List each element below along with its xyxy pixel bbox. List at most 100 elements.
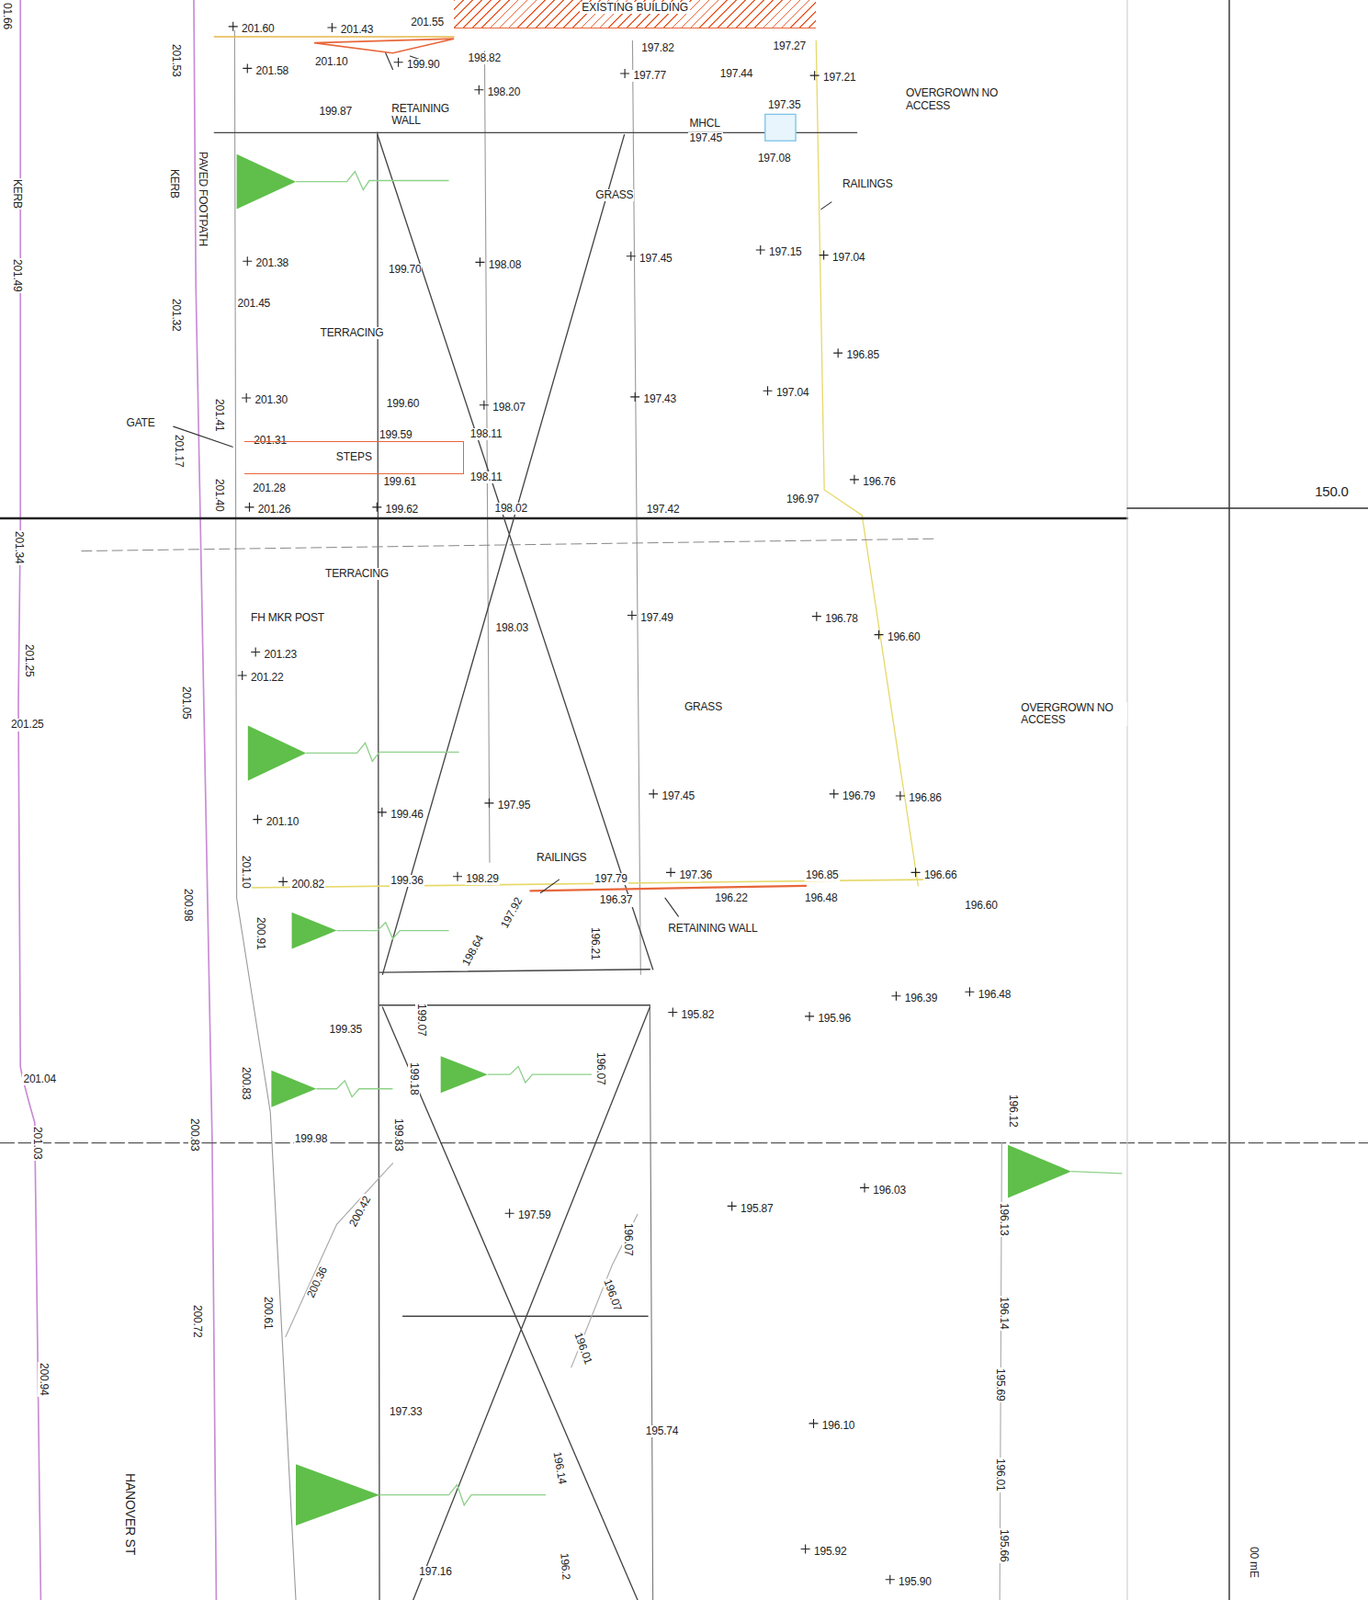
label-anchor: 199.90 (406, 55, 441, 72)
spot-height: 199.70 (387, 263, 423, 276)
survey-point (452, 871, 463, 882)
map-note: RAILINGS (535, 851, 588, 864)
survey-point (244, 502, 254, 512)
label-anchor: 201.26 (257, 499, 293, 517)
spot-height: 201.22 (249, 671, 285, 684)
label-anchor: GRASS (594, 185, 634, 203)
spot-height: 201.40 (213, 477, 226, 513)
spot-height: 196.2 (557, 1550, 573, 1581)
spot-height: 199.59 (378, 429, 414, 441)
spot-height: 196.14 (996, 1295, 1009, 1331)
label-anchor: 197.45 (638, 248, 674, 266)
label-anchor: 199.18 (407, 1061, 424, 1097)
spot-height: 197.08 (757, 152, 792, 165)
spot-height: 196.85 (845, 349, 881, 362)
spot-height: 195.82 (680, 1008, 716, 1021)
label-anchor: 197.04 (831, 248, 867, 265)
spot-height: 197.45 (638, 252, 674, 265)
survey-point (250, 647, 261, 657)
spot-height: 196.01 (994, 1457, 1007, 1493)
label-anchor: HANOVER ST (122, 1471, 139, 1556)
spot-height: 201.05 (180, 685, 193, 721)
label-anchor: 198.11 (469, 467, 504, 485)
survey-line (285, 1163, 394, 1337)
label-anchor: 196.97 (785, 489, 821, 507)
label-anchor: 200.94 (36, 1361, 54, 1397)
railing-line (815, 40, 918, 885)
survey-point (911, 867, 921, 877)
label-anchor: 197.44 (719, 64, 755, 81)
survey-point (964, 986, 974, 996)
label-anchor: 197.45 (661, 786, 697, 803)
label-anchor: 200.91 (253, 915, 271, 951)
label-anchor: 201.58 (255, 61, 291, 79)
spot-height: 195.66 (996, 1527, 1009, 1563)
survey-point (372, 502, 382, 512)
label-anchor: 201.05 (179, 685, 196, 721)
grid-line (0, 1141, 1368, 1143)
label-anchor: 198.02 (493, 498, 529, 516)
label-anchor: 196.60 (886, 627, 922, 645)
spot-height: 201.03 (31, 1125, 44, 1161)
grid-line (1228, 0, 1230, 1600)
label-anchor: 196.2 (556, 1550, 577, 1581)
label-anchor: 197.79 (593, 869, 629, 886)
label-anchor: 195.90 (897, 1571, 933, 1589)
survey-point (849, 474, 860, 485)
survey-point (809, 1418, 819, 1428)
spot-height: 198.11 (469, 428, 504, 441)
label-anchor: TERRACING (324, 564, 390, 581)
spot-height: 201.34 (12, 530, 25, 566)
spot-height: 200.82 (290, 878, 326, 891)
spot-height: 195.87 (739, 1202, 775, 1215)
label-anchor: 197.45 (688, 128, 724, 146)
label-anchor: 196.21 (587, 926, 605, 961)
spot-height: 201.53 (169, 43, 182, 79)
spot-height: 197.43 (643, 393, 679, 406)
spot-height: 196.97 (785, 493, 821, 506)
spot-height: 196.79 (841, 790, 877, 803)
spot-height: 150.0 (1313, 484, 1350, 500)
survey-point (895, 791, 905, 801)
survey-point (812, 611, 822, 622)
survey-point (667, 1006, 678, 1017)
survey-point (474, 257, 485, 267)
spot-height: 198.20 (486, 86, 522, 99)
steps-outline: STEPS (244, 440, 464, 475)
label-anchor: 201.55 (409, 12, 445, 30)
spot-height: 201.04 (22, 1073, 57, 1086)
label-anchor: OVERGROWN NO ACCESS (904, 87, 1013, 113)
spot-height: 199.61 (382, 475, 418, 488)
label-anchor: RAILINGS (841, 174, 894, 192)
label-anchor: 00 mE (1246, 1545, 1264, 1579)
spot-height: 200.83 (238, 1065, 251, 1101)
survey-point (804, 1011, 815, 1021)
label-anchor: 200.83 (187, 1117, 204, 1153)
label-anchor: 198.03 (495, 618, 531, 635)
survey-point (756, 245, 766, 255)
map-note: RETAINING WALL (667, 922, 758, 935)
node-text: EXISTING BUILDING (579, 1, 690, 14)
spot-height: 196.85 (804, 869, 840, 882)
label-anchor: 197.95 (497, 795, 532, 813)
survey-point (819, 250, 829, 261)
label-anchor: 01.66 (0, 1, 17, 31)
label-anchor: 196.85 (804, 865, 840, 882)
survey-point (242, 63, 252, 73)
spot-height: 197.49 (639, 611, 675, 624)
label-anchor: 201.04 (22, 1069, 57, 1086)
spot-height: 200.42 (347, 1193, 374, 1230)
label-anchor: 200.42 (343, 1191, 375, 1231)
label-anchor: 196.14 (996, 1295, 1014, 1331)
spot-height: 195.74 (644, 1424, 680, 1437)
label-anchor: 201.60 (240, 19, 276, 36)
label-anchor: KERB (10, 178, 27, 210)
spot-height: 197.77 (632, 69, 668, 82)
spot-height: 201.23 (262, 648, 298, 661)
spot-height: 199.98 (293, 1132, 329, 1145)
survey-line (484, 51, 490, 863)
boundary-line (214, 132, 858, 134)
label-anchor: 197.27 (772, 36, 808, 54)
spot-height: 201.49 (11, 258, 23, 294)
